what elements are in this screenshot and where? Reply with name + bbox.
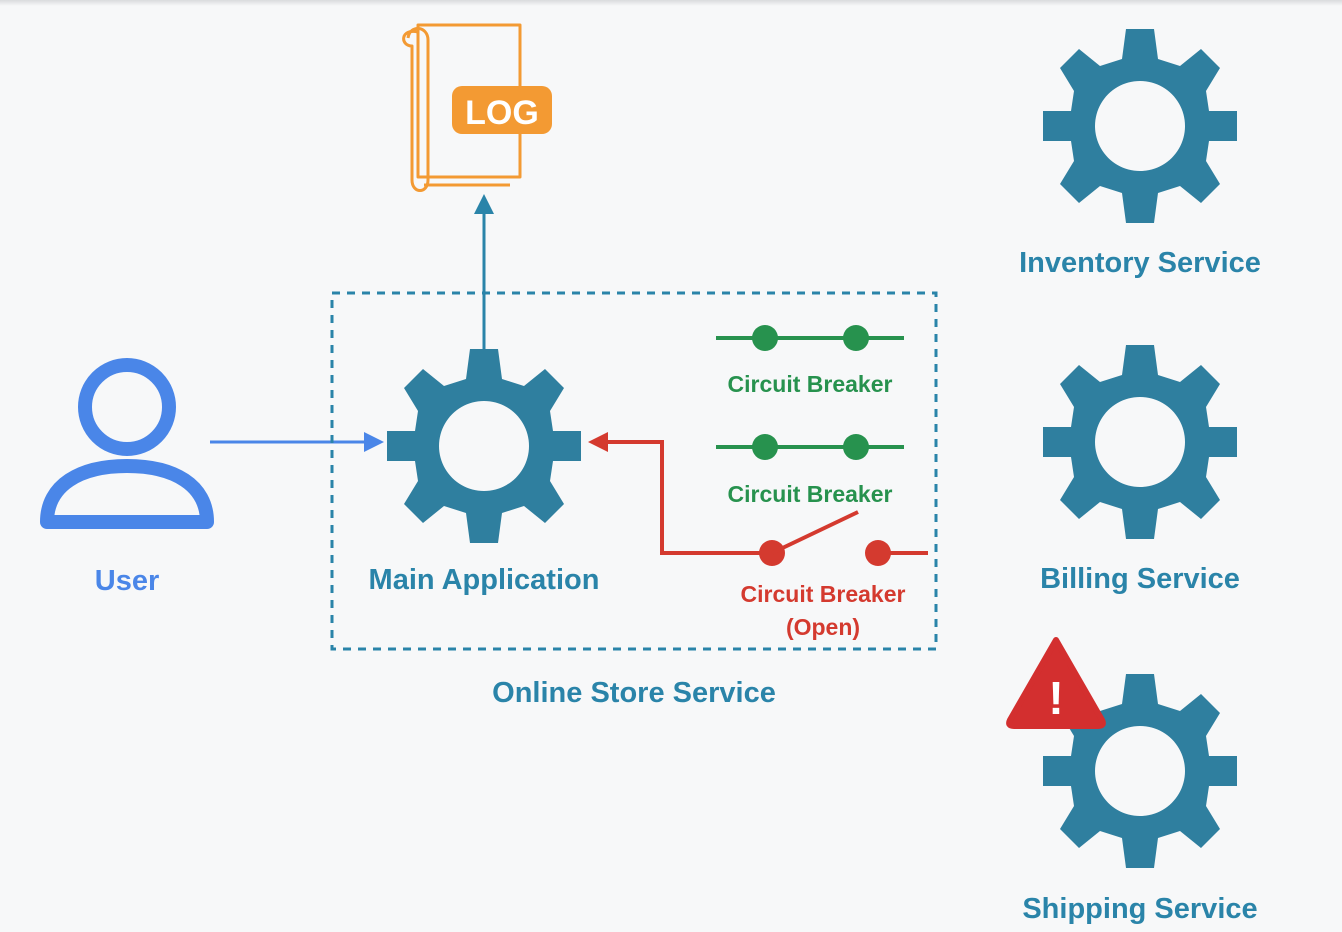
shipping-service-label: Shipping Service: [1022, 893, 1257, 925]
circuit-breaker-closed-icon: [716, 434, 904, 460]
main-to-log-arrow: [474, 194, 494, 350]
circuit-breaker-label: Circuit Breaker: [728, 481, 893, 507]
online-store-boundary: [330, 291, 938, 651]
circuit-breaker-open-label: Circuit Breaker: [741, 581, 906, 607]
inventory-service-gear-icon[interactable]: [1043, 29, 1237, 223]
user-to-main-arrow: [210, 432, 384, 452]
inventory-service-label: Inventory Service: [1019, 247, 1261, 279]
circuit-breaker-closed-icon: [716, 325, 904, 351]
circuit-breaker-label: Circuit Breaker: [728, 371, 893, 397]
user-icon: [40, 358, 214, 529]
online-store-label: Online Store Service: [492, 677, 776, 709]
user-label: User: [95, 565, 160, 597]
warning-icon: [1006, 637, 1106, 729]
circuit-breaker-open-state: (Open): [786, 614, 860, 640]
billing-service-gear-icon[interactable]: [1043, 345, 1237, 539]
log-scroll-icon: [402, 23, 552, 192]
circuit-breaker-open-icon: [588, 432, 928, 566]
log-label: LOG: [465, 94, 539, 132]
warning-glyph: !: [1048, 672, 1063, 724]
top-shade: [0, 0, 1342, 6]
main-application-gear-icon[interactable]: [387, 349, 581, 543]
main-application-label: Main Application: [369, 564, 600, 596]
billing-service-label: Billing Service: [1040, 563, 1240, 595]
